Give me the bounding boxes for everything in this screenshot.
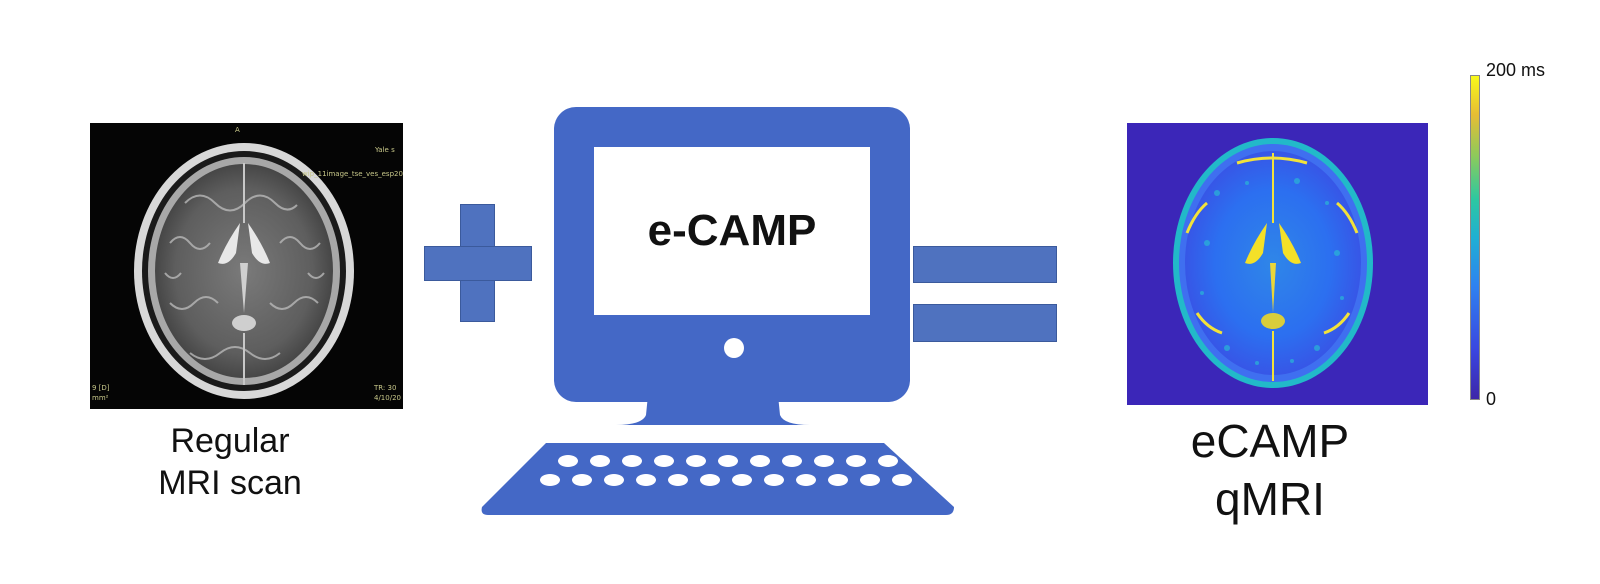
power-indicator — [724, 338, 744, 358]
output-caption: eCAMP qMRI — [1160, 412, 1380, 528]
overlay-site: Yale s — [375, 146, 395, 154]
equals-icon — [913, 246, 1057, 342]
overlay-bottom-right-2: 4/10/20 — [374, 394, 401, 402]
overlay-bottom-right-1: TR: 30 — [374, 384, 397, 392]
computer-screen: e-CAMP — [594, 147, 870, 315]
colorbar — [1470, 75, 1480, 400]
ecamp-qmri-map — [1127, 123, 1428, 405]
colorbar-min-label: 0 — [1486, 389, 1497, 409]
output-caption-line1: eCAMP — [1190, 415, 1350, 467]
plus-icon — [424, 204, 532, 322]
regular-mri-image: A Yale s wip_11image_tse_ves_esp20 9 [D]… — [90, 123, 403, 409]
input-caption: Regular MRI scan — [120, 420, 340, 504]
colorbar-max-label: 200 ms — [1486, 60, 1546, 80]
overlay-orientation: A — [235, 126, 240, 134]
input-caption-line1: Regular — [170, 422, 290, 460]
overlay-bottom-left-2: mm² — [92, 394, 109, 402]
overlay-series: wip_11image_tse_ves_esp20 — [302, 170, 403, 178]
overlay-bottom-left-1: 9 [D] — [92, 384, 110, 392]
computer-stand-keyboard — [481, 395, 954, 515]
computer-monitor: e-CAMP — [554, 107, 910, 402]
input-caption-line2: MRI scan — [158, 464, 302, 502]
output-caption-line2: qMRI — [1215, 473, 1325, 525]
keyboard-keys — [540, 455, 912, 486]
ecamp-label: e-CAMP — [647, 206, 817, 255]
